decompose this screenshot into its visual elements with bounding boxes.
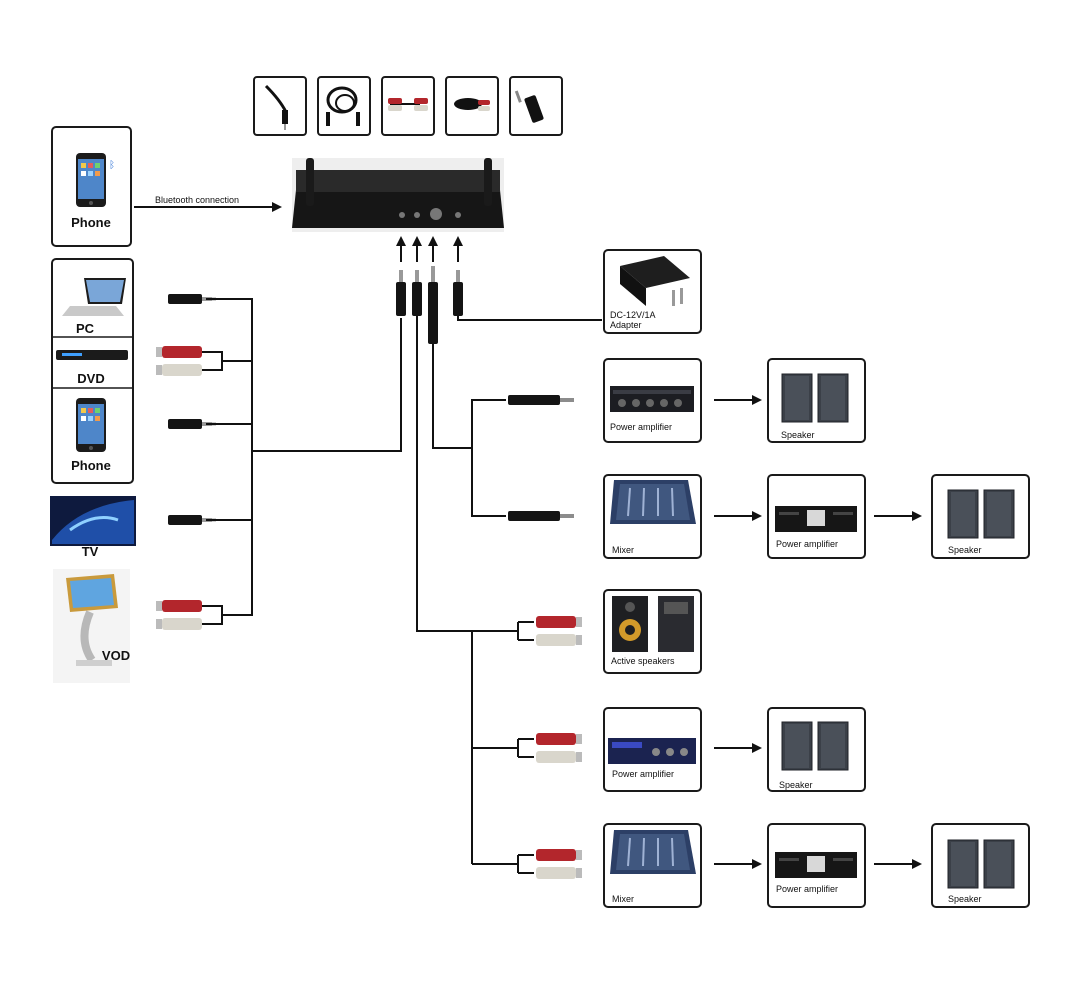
smartphone-icon xyxy=(76,153,106,207)
coiled-cable-icon xyxy=(326,86,360,126)
source-pc: PC xyxy=(62,278,126,336)
dc-plug xyxy=(453,270,463,316)
source-tv: TV xyxy=(50,496,136,559)
laptop-icon xyxy=(62,278,126,316)
bluetooth-label: Bluetooth connection xyxy=(155,195,239,205)
output-row-2: Mixer Power amplifier Speaker xyxy=(508,474,1030,559)
source-phone-bluetooth: ᛒ Phone xyxy=(51,126,132,247)
output-plug-rca xyxy=(412,270,422,316)
source-vod: VOD xyxy=(53,569,130,683)
pc-label: PC xyxy=(76,321,95,336)
wireless-receiver xyxy=(292,158,504,232)
accessory-rca-cable xyxy=(381,76,435,136)
adapter-icon xyxy=(620,256,690,306)
bluetooth-icon: ᛒ xyxy=(109,160,115,171)
tv-icon xyxy=(50,496,136,546)
source-phone: Phone xyxy=(71,398,111,473)
antenna-left xyxy=(306,158,314,206)
output-row-1: Power amplifier Speaker xyxy=(508,358,866,443)
dvd-label: DVD xyxy=(77,371,104,386)
output-plug-jack xyxy=(428,266,438,344)
rca-plug xyxy=(536,616,582,646)
row1-speaker-label: Speaker xyxy=(781,430,815,440)
smartphone-icon xyxy=(76,398,106,452)
power-amplifier-icon xyxy=(775,852,857,878)
dvd-player-icon xyxy=(56,350,128,360)
output-row-4: Power amplifier Speaker xyxy=(517,707,866,792)
row5-speaker-label: Speaker xyxy=(948,894,982,904)
power-amplifier-icon xyxy=(610,386,694,412)
adapter-plug-icon xyxy=(514,90,544,123)
output-row-5: Mixer Power amplifier Speaker xyxy=(517,823,1030,908)
receiver-connections xyxy=(396,236,602,865)
antenna-right xyxy=(484,158,492,206)
row5-mixer-label: Mixer xyxy=(612,894,634,904)
rca-plug xyxy=(536,733,582,763)
rca-plug xyxy=(536,849,582,879)
vod-label: VOD xyxy=(102,648,130,663)
input-plug xyxy=(396,270,406,316)
bluetooth-link: Bluetooth connection xyxy=(134,195,282,212)
output-row-3: Active speakers xyxy=(517,589,702,674)
accessory-adapter-plug xyxy=(509,76,563,136)
accessory-coiled-cable xyxy=(317,76,371,136)
rca-cable-icon xyxy=(388,98,428,111)
row4-amp-label: Power amplifier xyxy=(612,769,674,779)
active-speakers-icon xyxy=(612,596,694,652)
row5-amp-label: Power amplifier xyxy=(776,884,838,894)
mixer-icon xyxy=(609,829,697,875)
jack-plug xyxy=(508,395,574,405)
jack-3 xyxy=(430,208,442,220)
accessory-rca-pair xyxy=(445,76,499,136)
jack-plug xyxy=(508,511,574,521)
jack-1 xyxy=(399,212,405,218)
rca-plug-dvd xyxy=(156,346,202,376)
jack-2 xyxy=(414,212,420,218)
mixer-icon xyxy=(609,479,697,525)
input-cables xyxy=(156,294,402,630)
row2-amp-label: Power amplifier xyxy=(776,539,838,549)
dc-jack xyxy=(455,212,461,218)
dc-adapter: DC-12V/1A Adapter xyxy=(603,249,702,334)
aux-cable-icon xyxy=(264,84,288,130)
power-amplifier-icon xyxy=(775,506,857,532)
row3-active-label: Active speakers xyxy=(611,656,675,666)
row2-mixer-label: Mixer xyxy=(612,545,634,555)
rca-plug-vod xyxy=(156,600,202,630)
source-dvd: DVD xyxy=(56,350,128,386)
row1-amp-label: Power amplifier xyxy=(610,422,672,432)
rca-pair-icon xyxy=(454,98,490,111)
tv-label: TV xyxy=(82,544,99,559)
row4-speaker-label: Speaker xyxy=(779,780,813,790)
source-stack: PC DVD Phone xyxy=(51,258,134,484)
row2-speaker-label: Speaker xyxy=(948,545,982,555)
accessory-aux-cable xyxy=(253,76,307,136)
phone-label: Phone xyxy=(71,458,111,473)
vod-kiosk-icon xyxy=(66,574,118,666)
adapter-line1: DC-12V/1A xyxy=(610,310,656,320)
power-amplifier-icon xyxy=(608,738,696,764)
adapter-line2: Adapter xyxy=(610,320,642,330)
phone-bt-label: Phone xyxy=(71,215,111,230)
